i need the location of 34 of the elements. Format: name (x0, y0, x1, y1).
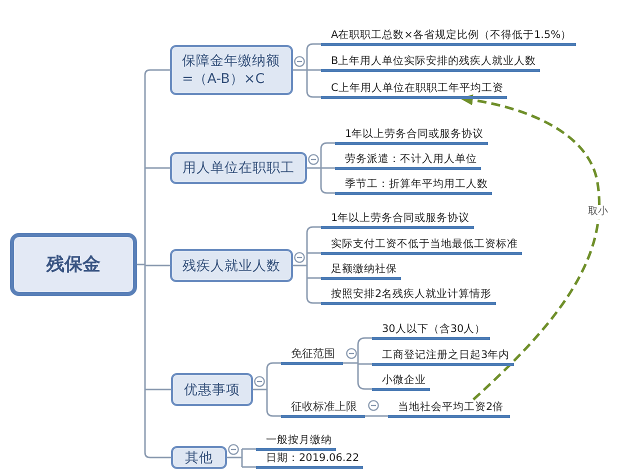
underlined-label: 季节工：折算年平均用工人数 (335, 176, 492, 194)
topic-box: 优惠事项 (171, 373, 253, 406)
edge-label: 取小 (587, 205, 609, 219)
branch-line (136, 69, 172, 458)
topic-box: 保障金年缴纳额 =（A-B）×C (170, 45, 293, 95)
underlined-label: 工商登记注册之日起3年内 (372, 348, 514, 366)
underlined-label: 30人以下（含30人） (372, 322, 490, 340)
branch-line (252, 362, 282, 417)
central-topic-box: 残保金 (10, 233, 137, 296)
underlined-label: B上年用人单位实际安排的残疾人就业人数 (321, 54, 540, 72)
branch-line (226, 448, 257, 468)
branch-line (292, 226, 322, 304)
underlined-label: 足额缴纳社保 (321, 262, 401, 280)
underlined-label: 1年以上劳务合同或服务协议 (335, 126, 488, 144)
underlined-label: 1年以上劳务合同或服务协议 (321, 210, 474, 228)
underlined-label: 按照安排2名残疾人就业计算情形 (321, 286, 496, 304)
underlined-label: A在职职工总数×各省规定比例（不得低于1.5%） (321, 28, 576, 46)
underlined-label: 当地社会平均工资2倍 (388, 400, 510, 418)
branch-line (342, 337, 373, 390)
underlined-label: 日期：2019.06.22 (256, 450, 364, 468)
topic-box: 用人单位在职职工 (170, 152, 307, 184)
underlined-label: 小微企业 (372, 372, 430, 390)
underlined-label: 实际支付工资不低于当地最低工资标准 (321, 236, 522, 254)
branch-line (292, 43, 322, 98)
underlined-label: 免征范围 (281, 346, 343, 364)
dashed-arrow (460, 94, 600, 400)
underlined-label: 劳务派遣：不计入用人单位 (335, 152, 481, 170)
topic-box: 残疾人就业人数 (170, 249, 293, 282)
topic-box: 其他 (171, 446, 227, 469)
branch-line (306, 142, 336, 194)
branch-line (364, 415, 389, 417)
underlined-label: 征收标准上限 (281, 400, 365, 418)
underlined-label: 一般按月缴纳 (256, 432, 336, 450)
underlined-label: C上年用人单位在职职工年平均工资 (321, 80, 508, 98)
